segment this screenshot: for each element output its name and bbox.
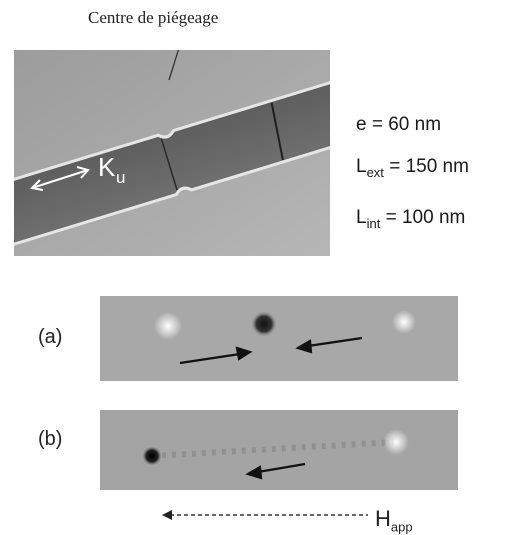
param-lint-value: = 100 nm xyxy=(385,207,466,228)
bright-domain-left xyxy=(154,312,182,340)
panel-a-label: (a) xyxy=(38,326,63,348)
ku-double-arrow xyxy=(29,166,90,191)
param-lext-value: = 150 nm xyxy=(389,156,469,177)
happ-dashed-arrow xyxy=(162,510,368,520)
param-lint-symbol: L xyxy=(356,207,367,228)
panel-b-label: (b) xyxy=(38,428,63,450)
dark-domain-b xyxy=(142,446,162,466)
arrow-right-a xyxy=(179,346,253,365)
param-lint: Lint = 100 nm xyxy=(356,207,465,231)
ku-label: K xyxy=(98,152,116,182)
param-thickness-text: e = 60 nm xyxy=(356,114,442,135)
param-thickness: e = 60 nm xyxy=(356,114,441,136)
nanowire-body xyxy=(14,71,330,252)
bright-domain-right xyxy=(392,310,416,334)
bright-domain-b xyxy=(383,429,409,455)
happ-label: Happ xyxy=(375,506,413,534)
param-lint-sub: int xyxy=(366,215,381,231)
panel-a-mfm-image xyxy=(100,296,458,381)
trap-center-caption: Centre de piégeage xyxy=(88,8,219,27)
happ-subscript: app xyxy=(390,519,413,535)
arrow-left-a xyxy=(295,336,363,354)
caption-pointer xyxy=(168,50,180,81)
panel-b-mfm-image xyxy=(100,410,458,490)
happ-symbol: H xyxy=(375,506,391,531)
param-lext-symbol: L xyxy=(356,156,367,177)
param-lext: Lext = 150 nm xyxy=(356,156,469,180)
arrow-left-b xyxy=(245,462,306,480)
sem-nanowire-image: K u xyxy=(14,50,330,256)
param-lext-sub: ext xyxy=(366,164,384,180)
ku-subscript: u xyxy=(116,168,125,187)
domain-trail xyxy=(151,439,395,459)
dark-domain-wall xyxy=(251,311,277,337)
